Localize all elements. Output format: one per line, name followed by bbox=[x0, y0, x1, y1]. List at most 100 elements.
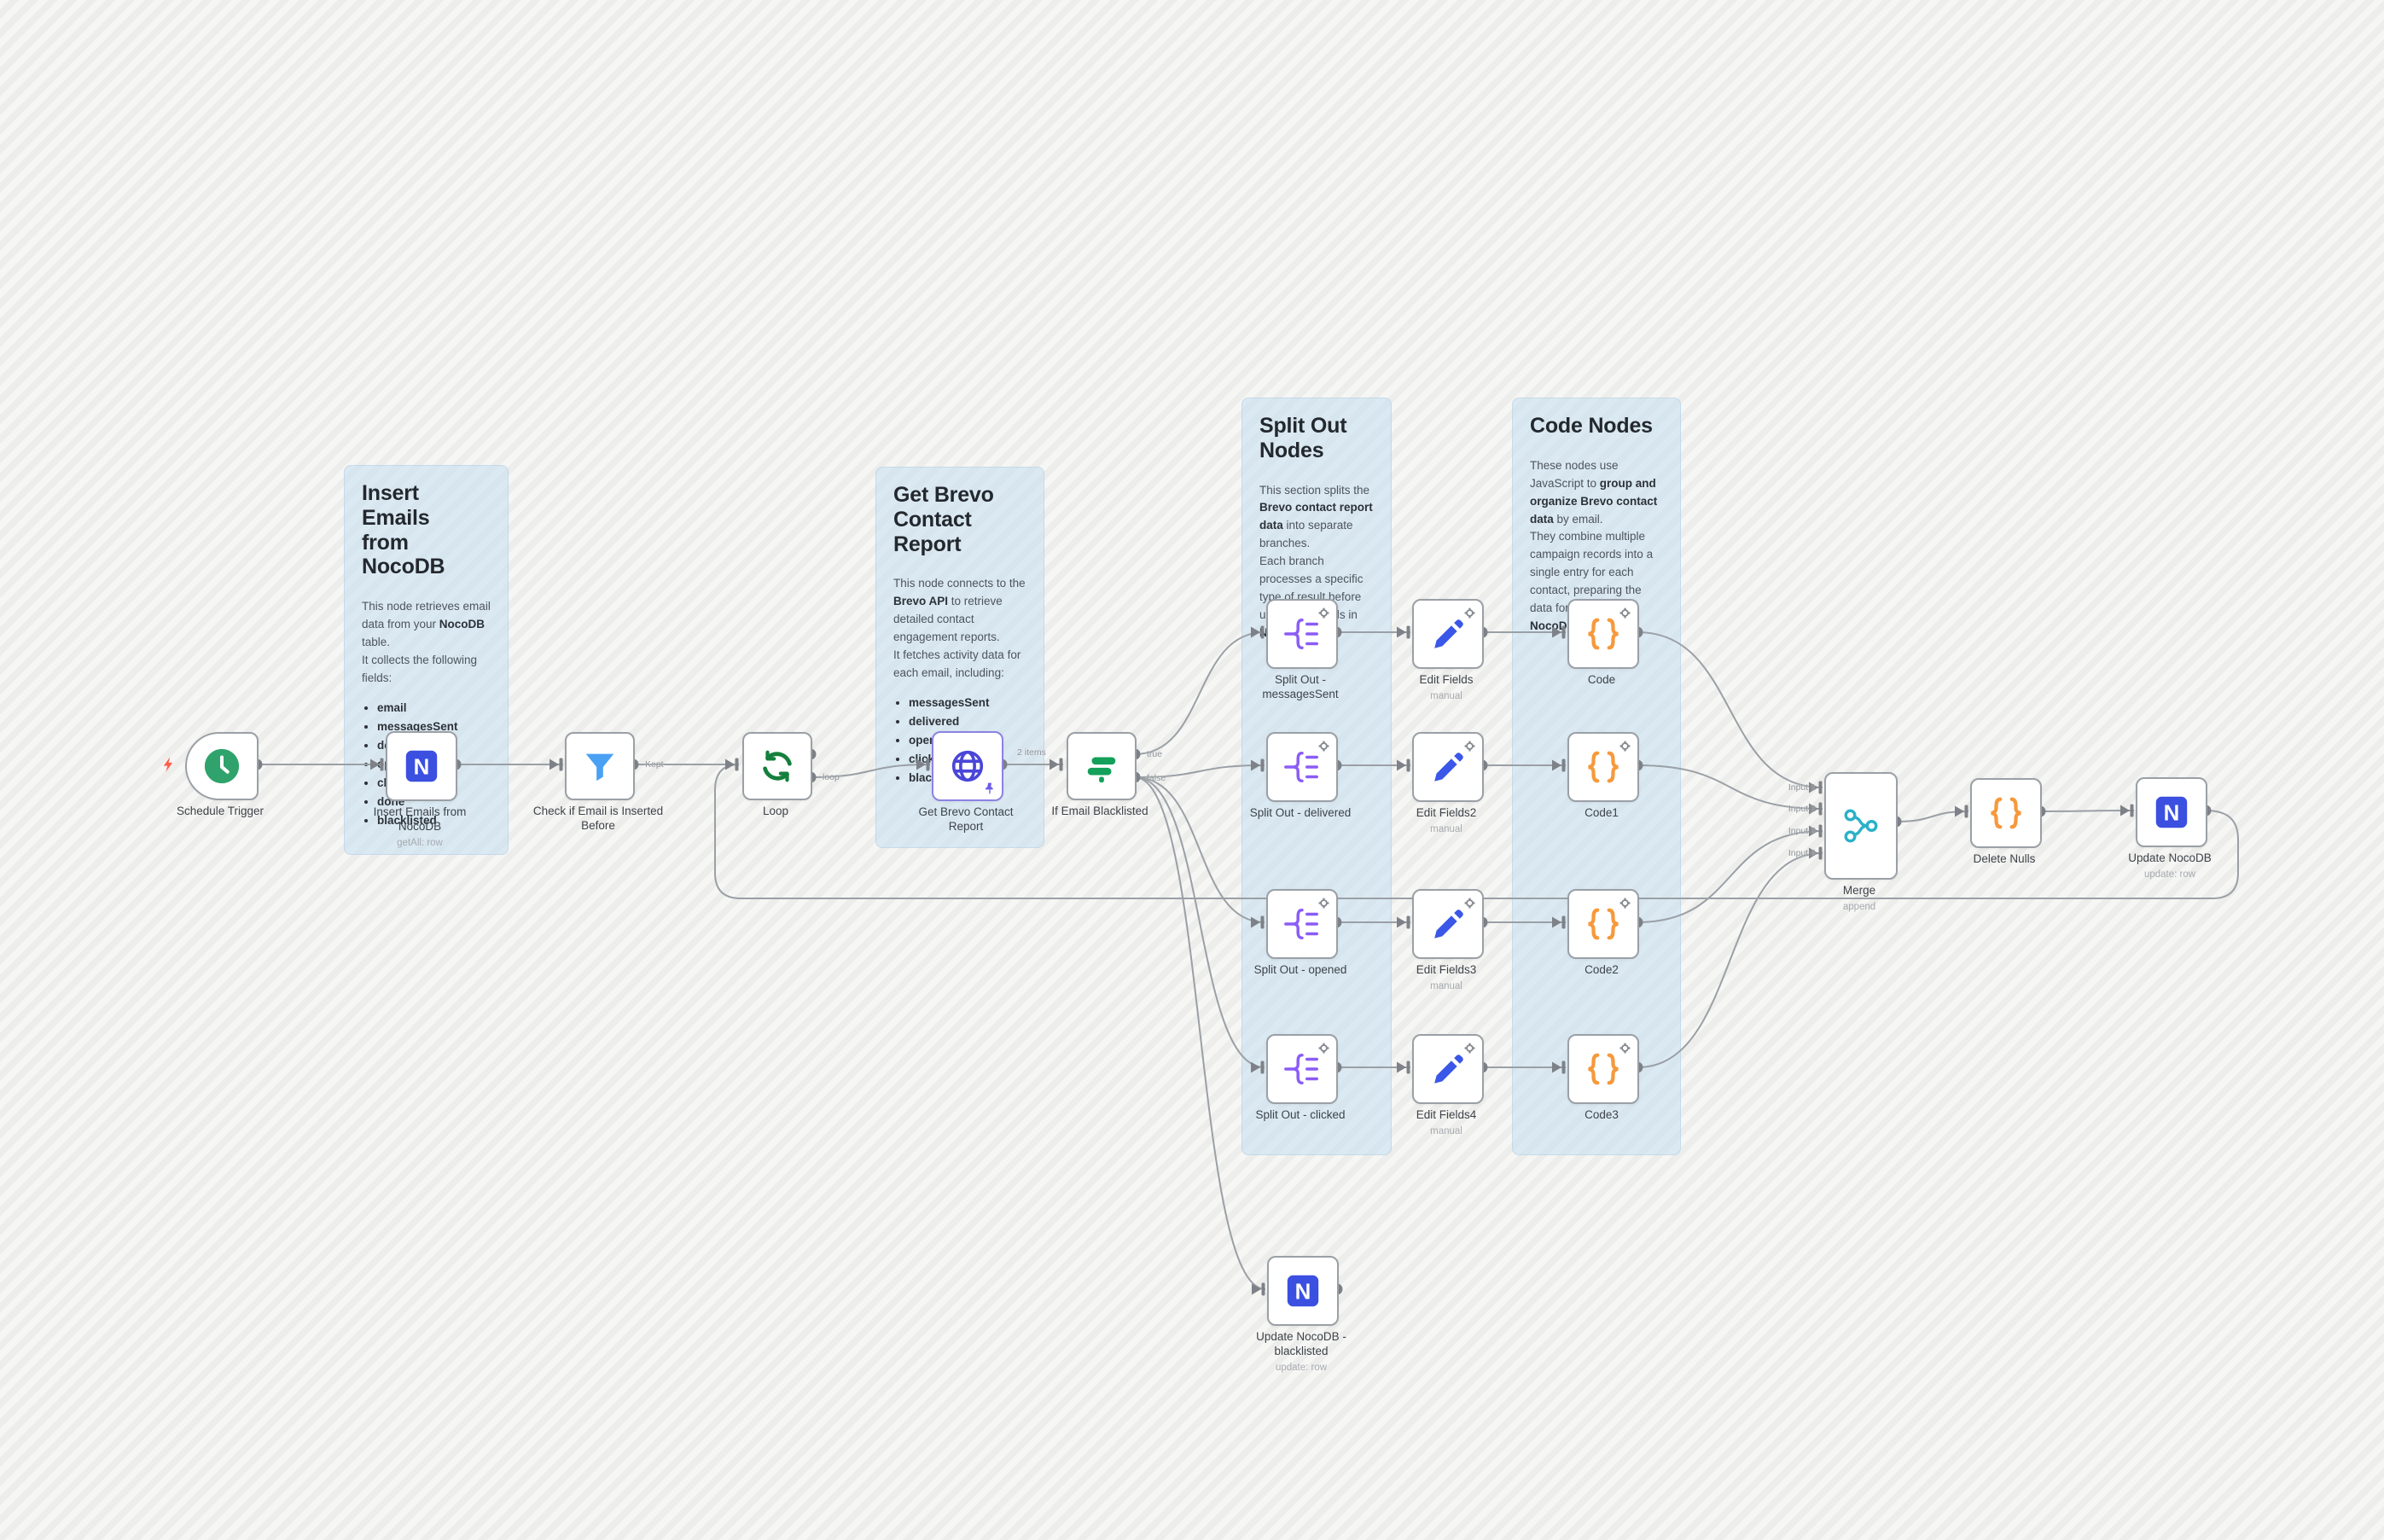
node-label-code: Code bbox=[1587, 673, 1616, 686]
gear-icon bbox=[1619, 740, 1631, 753]
input-port[interactable] bbox=[1809, 781, 1823, 794]
input-port[interactable] bbox=[725, 758, 739, 771]
pencil-icon bbox=[1428, 1049, 1468, 1089]
node-delete-nulls[interactable] bbox=[1970, 778, 2042, 848]
connection-wire[interactable] bbox=[810, 764, 931, 778]
node-schedule-trigger[interactable] bbox=[185, 732, 259, 800]
splitout-icon bbox=[1282, 904, 1322, 944]
port-label: Input 2 bbox=[1788, 804, 1816, 814]
sticky-bullet: messagesSent bbox=[377, 720, 491, 733]
connection-wire[interactable] bbox=[1637, 631, 1823, 788]
input-port[interactable] bbox=[1251, 1061, 1265, 1074]
node-split-out-messagessent[interactable] bbox=[1266, 599, 1338, 669]
gear-icon bbox=[1317, 607, 1330, 619]
node-edit-fields3[interactable] bbox=[1412, 889, 1484, 959]
node-code[interactable] bbox=[1567, 599, 1639, 669]
sticky-bullet: delivered bbox=[909, 715, 1026, 728]
input-port[interactable] bbox=[1809, 846, 1823, 860]
connection-wire[interactable] bbox=[1134, 776, 1265, 923]
input-port[interactable] bbox=[370, 758, 384, 771]
input-port[interactable] bbox=[1252, 1282, 1265, 1296]
node-label-delete-nulls: Delete Nulls bbox=[1973, 852, 2036, 865]
node-subtitle-edit-fields: manual bbox=[1430, 691, 1462, 701]
node-update-nocodb[interactable]: N bbox=[2136, 777, 2207, 847]
input-port[interactable] bbox=[1251, 915, 1265, 929]
braces-icon bbox=[1584, 1049, 1623, 1089]
connection-wire[interactable] bbox=[1134, 631, 1265, 755]
node-label-split-out-clicked: Split Out - clicked bbox=[1255, 1108, 1346, 1121]
node-check-if-email-is-inserted-before[interactable] bbox=[565, 732, 635, 800]
input-port[interactable] bbox=[1251, 625, 1265, 639]
port-label: Input 1 bbox=[1788, 782, 1816, 793]
node-get-brevo-contact-report[interactable] bbox=[932, 731, 1003, 801]
input-port[interactable] bbox=[1397, 915, 1410, 929]
node-subtitle-insert-emails-from-nocodb: getAll: row bbox=[397, 838, 443, 848]
node-label-split-out-messagessent: Split Out - messagesSent bbox=[1262, 673, 1339, 700]
gear-icon bbox=[1317, 1042, 1330, 1055]
node-label-loop: Loop bbox=[762, 805, 789, 817]
input-port[interactable] bbox=[1050, 758, 1063, 771]
braces-icon bbox=[1584, 614, 1623, 654]
globe-icon bbox=[948, 747, 987, 786]
connection-label: Kept bbox=[645, 759, 664, 770]
splitout-icon bbox=[1282, 614, 1322, 654]
input-port[interactable] bbox=[1809, 824, 1823, 838]
node-subtitle-merge: append bbox=[1842, 902, 1876, 912]
node-split-out-clicked[interactable] bbox=[1266, 1034, 1338, 1104]
node-edit-fields4[interactable] bbox=[1412, 1034, 1484, 1104]
merge-icon bbox=[1841, 806, 1881, 846]
input-port[interactable] bbox=[1955, 805, 1968, 818]
node-insert-emails-from-nocodb[interactable]: N bbox=[386, 731, 457, 801]
node-code2[interactable] bbox=[1567, 889, 1639, 959]
node-label-insert-emails-from-nocodb: Insert Emails from NocoDB bbox=[373, 805, 467, 833]
connection-wire[interactable] bbox=[714, 764, 2239, 899]
connection-wire[interactable] bbox=[1637, 852, 1823, 1068]
connection-label: 2 items bbox=[1017, 747, 1046, 758]
node-label-code1: Code1 bbox=[1584, 806, 1619, 819]
input-port[interactable] bbox=[1397, 625, 1410, 639]
node-label-merge: Merge bbox=[1842, 884, 1876, 897]
node-label-edit-fields3: Edit Fields3 bbox=[1416, 963, 1477, 976]
sticky-body: This node connects to the Brevo API to r… bbox=[893, 577, 1026, 679]
connection-wire[interactable] bbox=[1134, 776, 1265, 1068]
node-split-out-opened[interactable] bbox=[1266, 889, 1338, 959]
input-port[interactable] bbox=[1552, 758, 1566, 772]
nocodb-icon: N bbox=[2152, 793, 2191, 832]
node-label-code3: Code3 bbox=[1584, 1108, 1619, 1121]
node-label-update-nocodb: Update NocoDB bbox=[2128, 851, 2212, 864]
node-edit-fields[interactable] bbox=[1412, 599, 1484, 669]
input-port[interactable] bbox=[1552, 625, 1566, 639]
input-port[interactable] bbox=[1397, 1061, 1410, 1074]
input-port[interactable] bbox=[2120, 804, 2134, 817]
filter-icon bbox=[580, 747, 619, 786]
braces-icon bbox=[1986, 793, 2026, 833]
sticky-bullet: email bbox=[377, 701, 491, 714]
node-merge[interactable] bbox=[1824, 772, 1898, 880]
node-code3[interactable] bbox=[1567, 1034, 1639, 1104]
input-port[interactable] bbox=[1552, 1061, 1566, 1074]
input-port[interactable] bbox=[549, 758, 563, 771]
input-port[interactable] bbox=[916, 758, 930, 771]
input-port[interactable] bbox=[1397, 758, 1410, 772]
sticky-title: Code Nodes bbox=[1530, 414, 1653, 438]
node-code1[interactable] bbox=[1567, 732, 1639, 802]
node-loop[interactable] bbox=[742, 732, 812, 800]
node-update-nocodb-blacklisted[interactable]: N bbox=[1267, 1256, 1339, 1326]
connection-wire[interactable] bbox=[1134, 764, 1265, 778]
node-if-email-blacklisted[interactable] bbox=[1067, 732, 1137, 800]
node-split-out-delivered[interactable] bbox=[1266, 732, 1338, 802]
input-port[interactable] bbox=[1251, 758, 1265, 772]
node-edit-fields2[interactable] bbox=[1412, 732, 1484, 802]
connection-wire[interactable] bbox=[1637, 830, 1823, 923]
input-port[interactable] bbox=[1809, 802, 1823, 816]
connection-wire[interactable] bbox=[1134, 776, 1266, 1290]
gear-icon bbox=[1463, 607, 1476, 619]
input-port[interactable] bbox=[1552, 915, 1566, 929]
node-subtitle-edit-fields3: manual bbox=[1430, 981, 1462, 991]
gear-icon bbox=[1619, 897, 1631, 909]
connection-wire[interactable] bbox=[1637, 764, 1823, 810]
